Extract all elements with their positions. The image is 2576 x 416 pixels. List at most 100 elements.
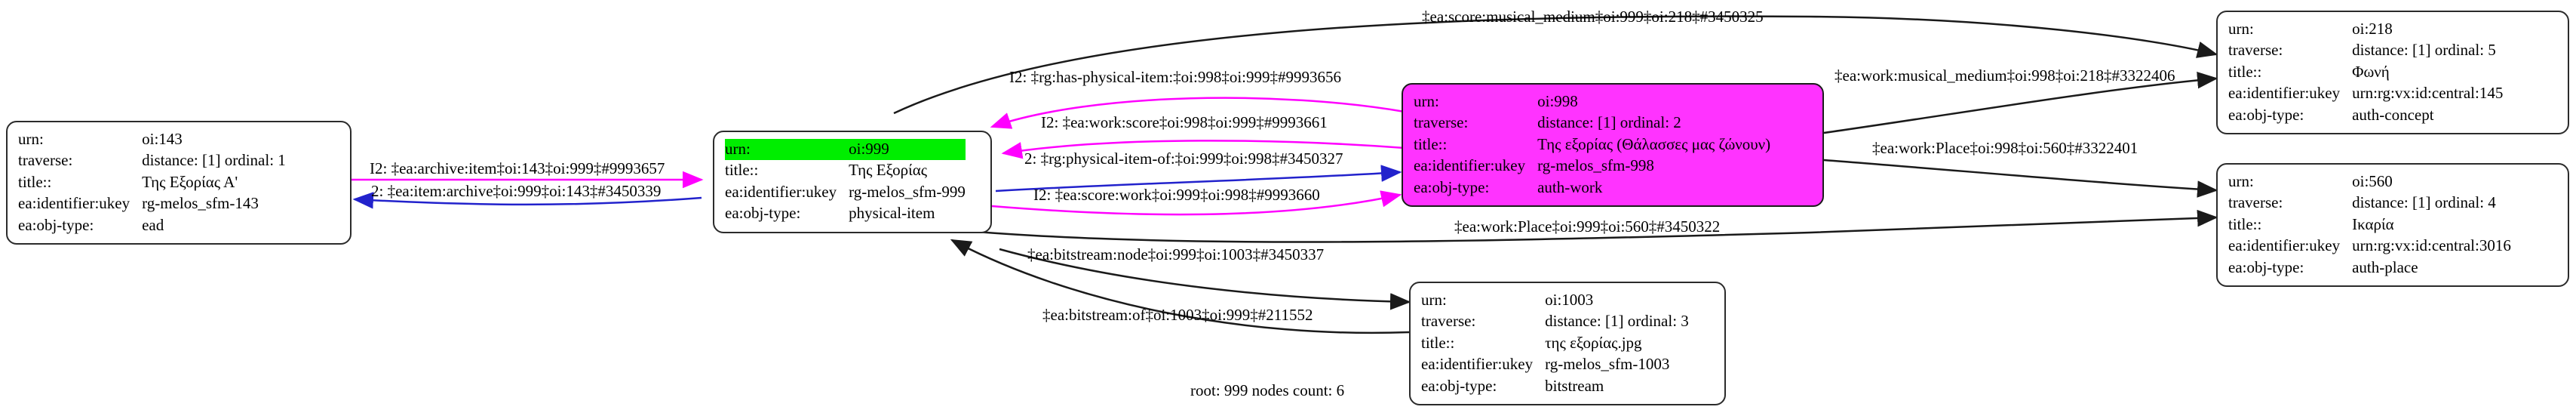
row-value: distance: [1] ordinal: 4	[2352, 193, 2496, 212]
node-row: ea:identifier:ukey rg-melos_sfm-998	[1414, 156, 1770, 177]
row-key: ea:identifier:ukey	[1421, 355, 1534, 374]
row-key: traverse:	[2228, 193, 2283, 212]
row-value: physical-item	[849, 204, 935, 223]
node-oi-218[interactable]: urn: oi:218 traverse: distance: [1] ordi…	[2216, 11, 2569, 135]
graph-footer-label: root: 999 nodes count: 6	[1190, 381, 1345, 399]
row-key: urn:	[18, 130, 44, 148]
node-row: traverse: distance: [1] ordinal: 5	[2228, 40, 2503, 61]
node-row: title:: Ικαρία	[2228, 214, 2511, 236]
node-row: traverse: distance: [1] ordinal: 4	[2228, 193, 2511, 214]
node-row: ea:obj-type: bitstream	[1421, 376, 1689, 397]
node-row: title:: Της Εξορίας	[725, 160, 966, 181]
node-row: title:: Της εξορίας (Θάλασσες μας ζώνουν…	[1414, 134, 1770, 156]
node-row: ea:obj-type: auth-place	[2228, 257, 2511, 279]
edge-label-ea-work-place-998: ‡ea:work:Place‡oi:998‡oi:560‡#3322401	[1872, 139, 2138, 157]
row-value: urn:rg:vx:id:central:3016	[2352, 236, 2511, 255]
row-value: rg-melos_sfm-999	[849, 182, 966, 201]
node-row: urn: oi:1003	[1421, 290, 1689, 311]
node-oi-560[interactable]: urn: oi:560 traverse: distance: [1] ordi…	[2216, 163, 2569, 288]
row-value: oi:998	[1537, 92, 1578, 110]
node-row: title:: της εξορίας.jpg	[1421, 333, 1689, 354]
row-key: traverse:	[2228, 41, 2283, 60]
row-key: traverse:	[1421, 312, 1476, 331]
row-value: distance: [1] ordinal: 2	[1537, 113, 1681, 132]
row-value: rg-melos_sfm-143	[142, 194, 259, 213]
row-key: ea:identifier:ukey	[1414, 156, 1526, 175]
row-value: oi:1003	[1545, 291, 1594, 309]
edge-label-ea-bitstream-of: ‡ea:bitstream:of‡oi:1003‡oi:999‡#211552	[1042, 306, 1313, 324]
row-key: ea:identifier:ukey	[2228, 236, 2341, 255]
row-value: urn:rg:vx:id:central:145	[2352, 84, 2504, 103]
row-key: title::	[725, 161, 759, 180]
edge-label-ea-work-musical-medium: ‡ea:work:musical_medium‡oi:998‡oi:218‡#3…	[1835, 66, 2175, 85]
row-value: της εξορίας.jpg	[1545, 333, 1642, 352]
edge-label-ea-score-work: I2: ‡ea:score:work‡oi:999‡oi:998‡#999366…	[1033, 186, 1320, 204]
row-key: title::	[1414, 134, 1448, 153]
node-row: ea:identifier:ukey rg-melos_sfm-1003	[1421, 354, 1689, 375]
node-row: ea:obj-type: auth-concept	[2228, 105, 2503, 126]
row-key: ea:obj-type:	[2228, 257, 2304, 276]
row-value: ead	[142, 215, 164, 234]
row-key: ea:obj-type:	[1421, 376, 1497, 395]
row-value: oi:143	[142, 130, 183, 148]
row-key: ea:obj-type:	[18, 215, 94, 234]
node-oi-998[interactable]: urn: oi:998 traverse: distance: [1] ordi…	[1402, 83, 1824, 208]
row-value: auth-place	[2352, 257, 2418, 276]
row-value: oi:560	[2352, 172, 2393, 190]
row-key: urn:	[1414, 92, 1439, 110]
node-oi-143[interactable]: urn: oi:143 traverse: distance: [1] ordi…	[6, 121, 352, 245]
node-oi-999[interactable]: urn: oi:999 title:: Της Εξορίας ea:ident…	[713, 131, 992, 233]
row-key: traverse:	[1414, 113, 1469, 132]
edge-label-rg-physical-item-of: 2: ‡rg:physical-item-of:‡oi:999‡oi:998‡#…	[1024, 149, 1343, 168]
edge-ea-work-place-998	[1823, 159, 2218, 198]
edge-label-ea-archive-item: I2: ‡ea:archive:item‡oi:143‡oi:999‡#9993…	[370, 159, 665, 177]
node-row: traverse: distance: [1] ordinal: 1	[18, 150, 286, 171]
node-row: urn: oi:998	[1414, 91, 1770, 112]
row-key: ea:identifier:ukey	[725, 182, 837, 201]
row-key: ea:obj-type:	[725, 204, 801, 223]
node-row: ea:identifier:ukey urn:rg:vx:id:central:…	[2228, 236, 2511, 257]
node-row: ea:obj-type: ead	[18, 215, 286, 236]
row-value: distance: [1] ordinal: 1	[142, 151, 286, 170]
edge-label-ea-work-score: I2: ‡ea:work:score‡oi:998‡oi:999‡#999366…	[1041, 113, 1328, 131]
node-row: urn: oi:560	[2228, 171, 2511, 193]
row-value: distance: [1] ordinal: 3	[1545, 312, 1689, 331]
node-row: ea:identifier:ukey urn:rg:vx:id:central:…	[2228, 83, 2503, 104]
row-key: urn:	[1421, 291, 1447, 309]
row-value: Φωνή	[2352, 62, 2390, 81]
node-row: title:: Της Εξορίας Α'	[18, 172, 286, 193]
edge-label-ea-item-archive: 2: ‡ea:item:archive‡oi:999‡oi:143‡#34503…	[371, 182, 662, 200]
row-key: title::	[2228, 214, 2262, 233]
node-row: ea:obj-type: physical-item	[725, 203, 966, 224]
row-key: traverse:	[18, 151, 73, 170]
row-value: Της Εξορίας Α'	[142, 172, 238, 191]
row-key: title::	[1421, 333, 1455, 352]
row-value: oi:218	[2352, 20, 2393, 38]
node-row-root: urn: oi:999	[725, 139, 966, 161]
node-row: urn: oi:143	[18, 129, 286, 150]
edge-label-ea-bitstream-node: ‡ea:bitstream:node‡oi:999‡oi:1003‡#34503…	[1027, 245, 1325, 263]
edge-label-ea-work-place-999: ‡ea:work:Place‡oi:999‡oi:560‡#3450322	[1454, 217, 1721, 236]
row-key: title::	[2228, 62, 2262, 81]
node-oi-1003[interactable]: urn: oi:1003 traverse: distance: [1] ord…	[1409, 282, 1726, 406]
row-key: ea:identifier:ukey	[18, 194, 130, 213]
row-value: distance: [1] ordinal: 5	[2352, 41, 2496, 60]
row-value: Της εξορίας (Θάλασσες μας ζώνουν)	[1537, 134, 1771, 153]
row-value: auth-concept	[2352, 105, 2434, 124]
row-value: Ικαρία	[2352, 214, 2394, 233]
edge-label-rg-has-physical-item: I2: ‡rg:has-physical-item:‡oi:998‡oi:999…	[1009, 68, 1341, 86]
node-row: ea:obj-type: auth-work	[1414, 177, 1770, 199]
row-value: Της Εξορίας	[849, 161, 928, 180]
node-row: ea:identifier:ukey rg-melos_sfm-999	[725, 182, 966, 203]
node-row: title:: Φωνή	[2228, 62, 2503, 83]
row-key: urn:	[2228, 172, 2254, 190]
row-value: bitstream	[1545, 376, 1604, 395]
row-key: ea:identifier:ukey	[2228, 84, 2341, 103]
row-value: oi:999	[849, 139, 966, 161]
row-value: auth-work	[1537, 177, 1603, 196]
node-row: traverse: distance: [1] ordinal: 2	[1414, 112, 1770, 134]
node-row: traverse: distance: [1] ordinal: 3	[1421, 311, 1689, 332]
row-value: rg-melos_sfm-998	[1537, 156, 1654, 175]
row-key: urn:	[725, 139, 849, 161]
